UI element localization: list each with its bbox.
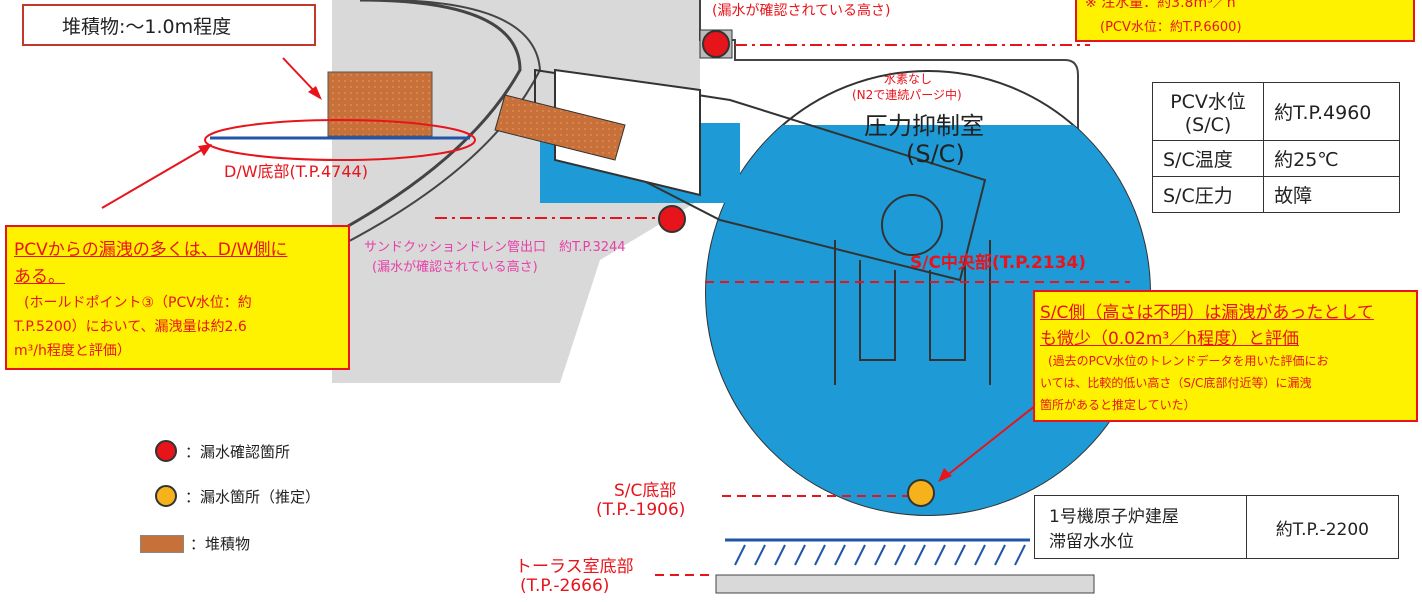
sc-pressure-key: S/C圧力: [1151, 176, 1265, 213]
torus-room-outline: [699, 0, 1079, 300]
right-callout-line5: 箇所があると推定していた）: [1040, 398, 1196, 412]
sand-cushion-line2: (漏水が確認されている高さ): [372, 260, 538, 275]
left-callout-line3: (ホールドポイント③（PCV水位：約: [24, 295, 252, 311]
legend-label: ：漏水箇所（推定）: [185, 487, 321, 506]
dw-bottom-ellipse: [204, 119, 476, 161]
right-callout: [1033, 290, 1418, 422]
left-callout: [5, 225, 350, 370]
table-row: S/C圧力故障: [1151, 176, 1400, 213]
sand-cushion-line1: サンドクッションドレン管出口 約T.P.3244: [364, 240, 626, 255]
dw-bottom-label: D/W底部(T.P.4744): [224, 162, 368, 181]
sc-bottom-line2: (T.P.-1906): [596, 500, 686, 520]
pcv-level-value: 約T.P.4960: [1263, 82, 1400, 141]
legend-item-deposit: ：堆積物: [140, 533, 250, 554]
right-callout-line2: も微少（0.02m³／h程度）と評価: [1040, 329, 1300, 349]
left-callout-line4: T.P.5200）において、漏洩量は約2.6: [14, 319, 247, 335]
dw-deposit: [327, 71, 433, 137]
reactor-water-table: 1号機原子炉建屋 滞留水水位約T.P.-2200: [1034, 495, 1400, 559]
sc-bottom-line1: S/C底部: [614, 481, 677, 501]
sc-center-label: S/C中央部(T.P.2134): [910, 253, 1087, 273]
header-pipe: [881, 194, 943, 256]
orange-dot-icon: [155, 485, 177, 507]
deposit-label-box: [22, 4, 316, 46]
reactor-water-value: 約T.P.-2200: [1245, 495, 1400, 559]
reactor-water-key: 1号機原子炉建屋 滞留水水位: [1034, 495, 1247, 559]
right-callout-line3: (過去のPCV水位のトレンドデータを用いた評価にお: [1048, 354, 1329, 368]
sc-temp-key: S/C温度: [1151, 140, 1265, 177]
sc-temp-value: 約25℃: [1263, 140, 1400, 177]
pipe-deposit: [494, 94, 626, 161]
leak-point-top: [702, 30, 730, 58]
legend-label: ：堆積物: [190, 535, 251, 553]
legend-label: ：漏水確認箇所: [185, 442, 291, 461]
red-dot-icon: [155, 440, 177, 462]
deposit-label: 堆積物:～1.0m程度: [62, 16, 232, 38]
torus-floor: [715, 574, 1095, 594]
table-row: 1号機原子炉建屋 滞留水水位約T.P.-2200: [1034, 495, 1400, 559]
sc-title-line1: 圧力抑制室: [864, 112, 984, 140]
top-yellow-line1: ※ 注水量：約3.8m³／h: [1085, 0, 1236, 11]
drywell-wall: [331, 0, 522, 237]
torus-bottom-line2: (T.P.-2666): [520, 576, 610, 596]
table-row: PCV水位 (S/C)約T.P.4960: [1151, 82, 1400, 141]
top-yellow-box: [1075, 0, 1415, 42]
left-callout-line2: ある。: [14, 267, 65, 287]
left-callout-line5: m³/h程度と評価）: [14, 343, 131, 359]
sc-pressure-value: 故障: [1263, 176, 1400, 213]
leak-point-sand-cushion: [658, 205, 686, 233]
torus-bottom-line1: トーラス室底部: [515, 557, 634, 577]
right-callout-line4: いては、比較的低い高さ（S/C底部付近等）に漏洩: [1040, 376, 1312, 390]
hydrogen-line2: (N2で連続パージ中): [852, 88, 962, 102]
deposit-swatch-icon: [140, 534, 184, 553]
sc-info-table: PCV水位 (S/C)約T.P.4960 S/C温度約25℃ S/C圧力故障: [1151, 82, 1400, 213]
sc-title-line2: (S/C): [906, 140, 965, 168]
pcv-level-key: PCV水位 (S/C): [1151, 82, 1265, 141]
right-callout-line1: S/C側（高さは不明）は漏洩があったとして: [1040, 303, 1374, 323]
left-callout-line1: PCVからの漏洩の多くは、D/W側に: [14, 240, 288, 260]
hydrogen-line1: 水素なし: [884, 72, 933, 86]
legend-item-leak-estimated: ：漏水箇所（推定）: [155, 485, 320, 507]
top-yellow-line2: (PCV水位：約T.P.6600): [1100, 20, 1242, 35]
legend-item-leak-confirmed: ：漏水確認箇所: [155, 440, 290, 462]
table-row: S/C温度約25℃: [1151, 140, 1400, 177]
leak-point-sc-bottom: [907, 479, 935, 507]
top-leak-label: (漏水が確認されている高さ): [712, 3, 891, 19]
